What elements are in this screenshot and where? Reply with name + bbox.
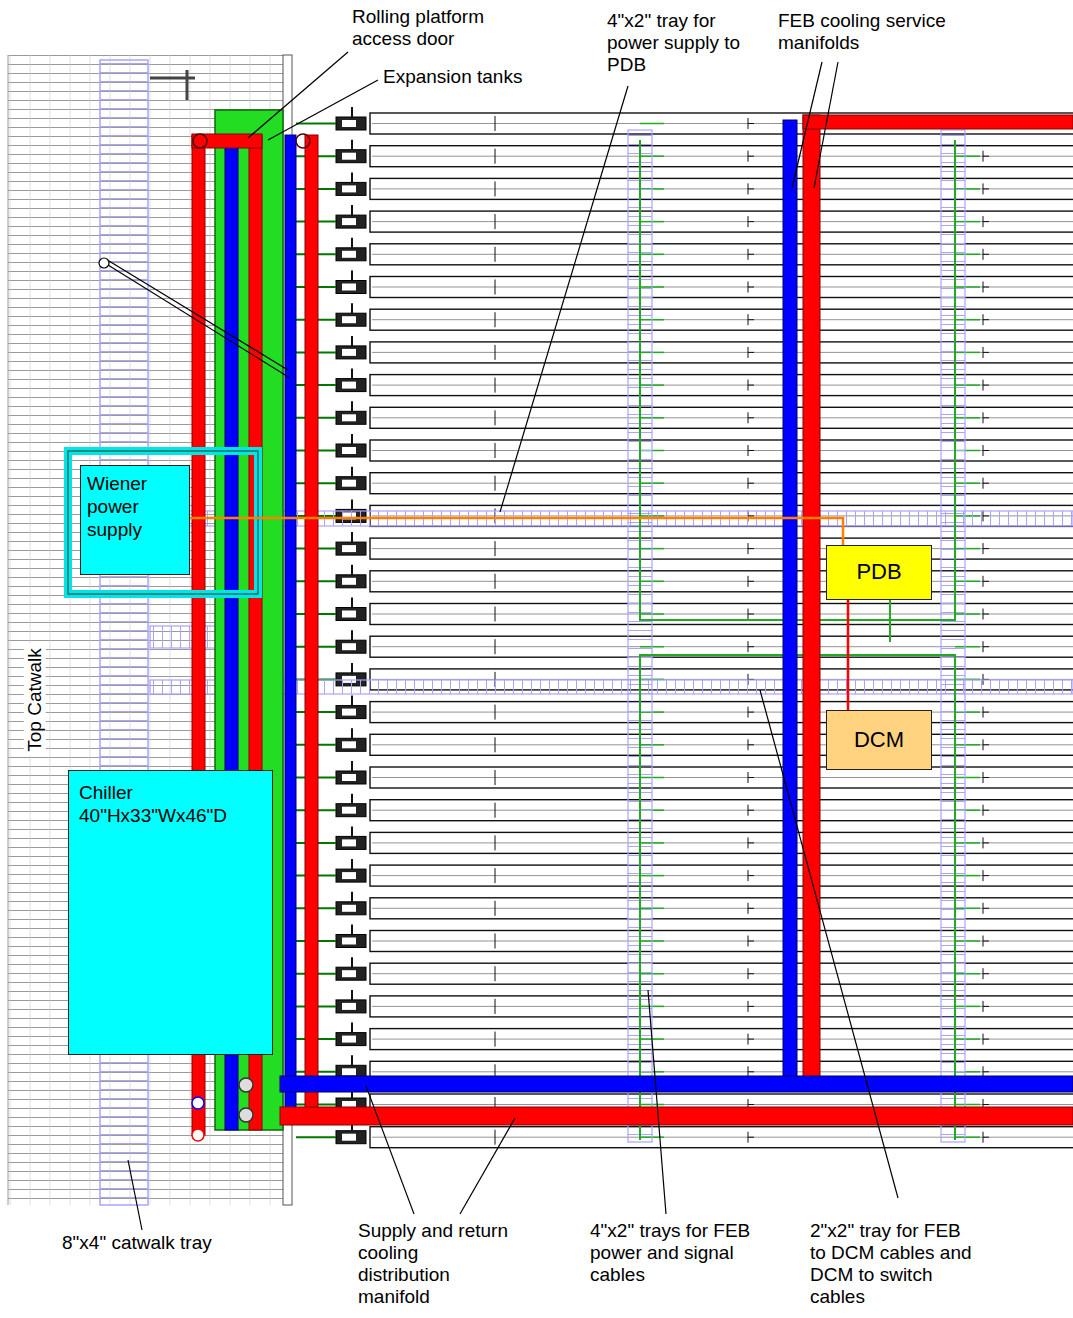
node-title: Chiller (79, 781, 262, 804)
power-supply-frame (68, 451, 258, 594)
cable-tray (941, 130, 965, 1142)
power-supply-box: Wiener power supply (80, 465, 190, 575)
node-title: PDB (831, 559, 927, 585)
supply-pipe (285, 135, 296, 1110)
return-manifold (803, 115, 820, 1080)
callout-label: Supply and return cooling distribution m… (358, 1220, 513, 1308)
callout-label: Expansion tanks (383, 66, 583, 88)
area-label: Top Catwalk (24, 644, 46, 756)
catwalk-grating (8, 55, 283, 1205)
return-pipe (305, 135, 318, 1110)
dcm-box: DCM (826, 710, 932, 770)
node-detail: 40"Hx33"Wx46"D (79, 804, 262, 827)
callout-label: 2"x2" tray for FEB to DCM cables and DCM… (810, 1220, 975, 1308)
supply-manifold (280, 1076, 1073, 1092)
cable-connector (847, 600, 850, 710)
cable-connector (190, 518, 843, 545)
callout-label: FEB cooling service manifolds (778, 10, 963, 54)
return-manifold (280, 1107, 1073, 1125)
pdb-box: PDB (826, 545, 932, 600)
callout-label: Rolling platform access door (352, 6, 542, 50)
callout-label: 4"x2" tray for power supply to PDB (607, 10, 767, 76)
node-title: Wiener power supply (87, 472, 183, 541)
chiller-box: Chiller40"Hx33"Wx46"D (68, 770, 273, 1055)
module-rows (296, 107, 1073, 1148)
node-title: DCM (831, 727, 927, 753)
callout-label: 4"x2" trays for FEB power and signal cab… (590, 1220, 770, 1286)
supply-manifold (783, 120, 797, 1085)
callout-label: 8"x4" catwalk tray (62, 1232, 212, 1254)
